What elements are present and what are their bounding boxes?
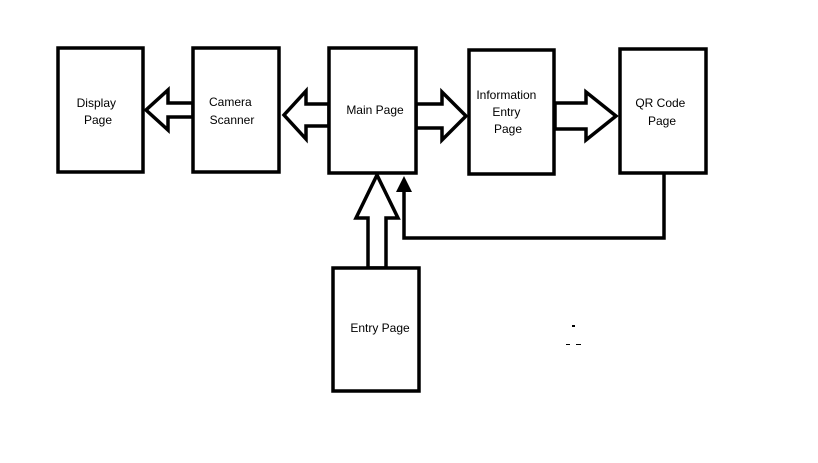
main-page-box <box>327 46 418 175</box>
stray-mark-bottom-left <box>566 344 570 345</box>
information-entry-page-label: Information Entry Page <box>476 88 539 136</box>
display-page-label-line-1: Display <box>77 96 116 110</box>
arrowhead-qr-to-main <box>396 176 412 192</box>
entry-page-box <box>331 266 421 393</box>
information-entry-page-box <box>467 48 556 176</box>
qr-code-page-label-line-2: Page <box>648 114 676 128</box>
arrow-main-to-camera <box>281 86 331 144</box>
display-page-label: Display Page <box>77 96 120 127</box>
main-page-label: Main Page <box>346 103 404 117</box>
main-page-label-line-1: Main Page <box>346 103 404 117</box>
arrow-entry-to-main <box>353 171 401 270</box>
stray-mark-bottom-right <box>576 344 581 345</box>
arrow-main-to-information <box>414 87 469 145</box>
information-entry-page-label-line-2: Entry <box>492 105 520 119</box>
display-page-label-line-2: Page <box>84 113 112 127</box>
camera-scanner-box <box>191 46 281 174</box>
information-entry-page-label-line-3: Page <box>494 122 522 136</box>
camera-scanner-label-line-2: Scanner <box>210 113 255 127</box>
line-qr-to-main <box>402 172 666 240</box>
entry-page-label-line-1: Entry Page <box>350 321 410 335</box>
stray-mark-top <box>572 325 575 327</box>
arrow-camera-to-display <box>143 86 195 134</box>
camera-scanner-label-line-1: Camera <box>209 95 252 109</box>
qr-code-page-label: QR Code Page <box>635 96 688 128</box>
entry-page-label: Entry Page <box>350 321 410 335</box>
qr-code-page-box <box>618 47 708 175</box>
information-entry-page-label-line-1: Information <box>476 88 536 102</box>
qr-code-page-label-line-1: QR Code <box>635 96 685 110</box>
display-page-box <box>56 46 145 174</box>
arrow-information-to-qr <box>553 88 619 144</box>
camera-scanner-label: Camera Scanner <box>209 95 255 127</box>
